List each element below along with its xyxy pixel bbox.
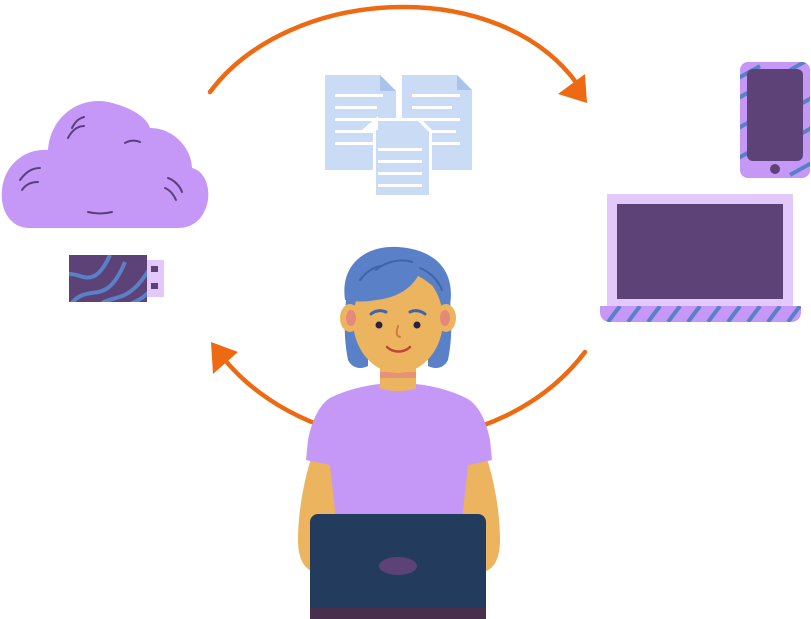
tablet-icon (740, 62, 810, 178)
laptop-icon (600, 194, 801, 322)
sync-arrow-top-icon (207, 4, 587, 103)
usb-drive-icon (69, 255, 164, 302)
cloud-icon (1, 101, 209, 228)
documents-icon (325, 75, 472, 198)
person-illustration (298, 246, 500, 619)
